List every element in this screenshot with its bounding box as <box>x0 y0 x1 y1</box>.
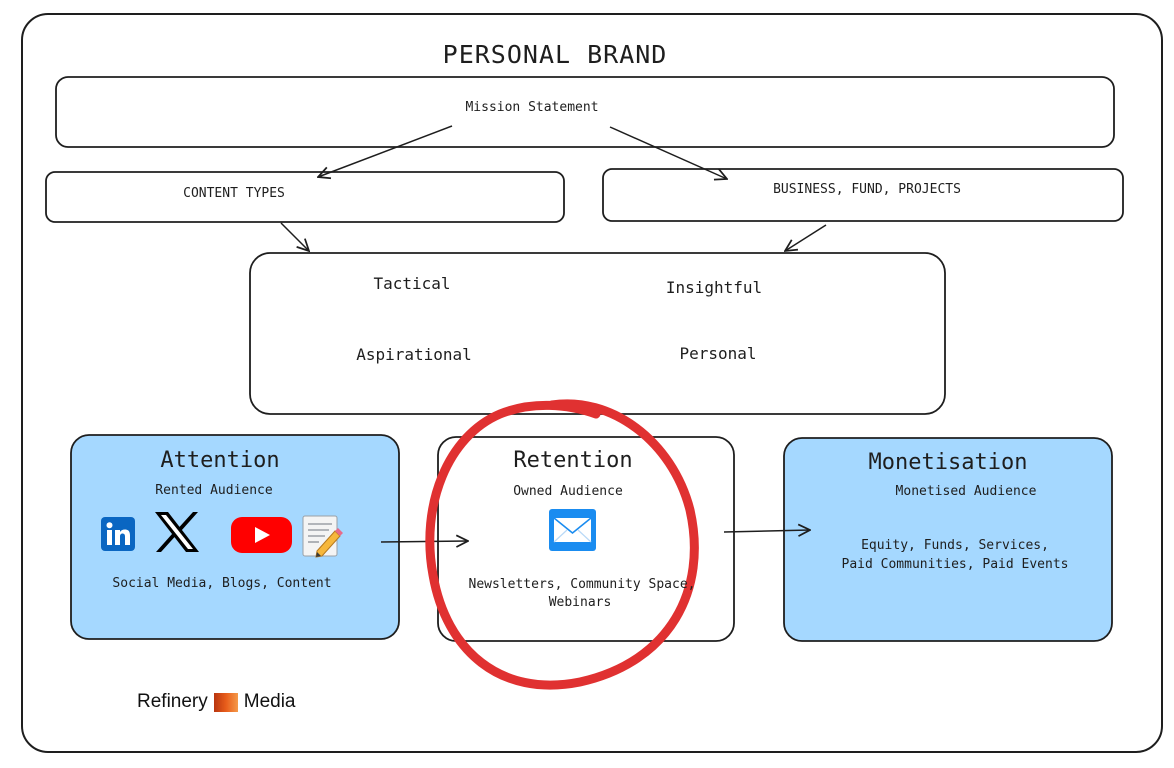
memo-icon <box>302 515 343 558</box>
mission-statement-label: Mission Statement <box>465 100 599 115</box>
business-label: BUSINESS, FUND, PROJECTS <box>773 182 961 197</box>
retention-body-line2: Webinars <box>548 595 612 610</box>
monetisation-title: Monetisation <box>868 450 1028 475</box>
monetisation-box <box>783 437 1113 642</box>
business-box <box>602 168 1124 222</box>
youtube-icon <box>231 517 292 553</box>
mail-icon <box>549 509 596 551</box>
attention-subtitle: Rented Audience <box>155 483 273 498</box>
arrow-business-to-categories <box>785 224 827 251</box>
brand-mark-icon <box>213 692 238 712</box>
linkedin-icon <box>101 517 135 551</box>
mission-box <box>55 76 1115 148</box>
arrow-retention-to-monetisation <box>723 530 810 532</box>
brand-name-right: Media <box>243 691 296 712</box>
category-insightful: Insightful <box>665 278 763 297</box>
arrow-attention-to-retention <box>380 541 468 542</box>
retention-body-line1: Newsletters, Community Space, <box>468 577 696 592</box>
monetisation-subtitle: Monetised Audience <box>895 484 1037 499</box>
arrow-mission-to-content <box>318 125 453 177</box>
retention-subtitle: Owned Audience <box>513 484 623 499</box>
category-personal: Personal <box>679 344 757 363</box>
content-types-label: CONTENT TYPES <box>183 186 285 201</box>
monetisation-body-line2: Paid Communities, Paid Events <box>841 557 1069 572</box>
brand-name-left: Refinery <box>137 691 208 712</box>
arrow-content-to-categories <box>280 222 309 251</box>
x-icon <box>155 512 199 552</box>
category-tactical: Tactical <box>373 274 451 293</box>
retention-title: Retention <box>513 448 633 473</box>
category-aspirational: Aspirational <box>356 345 472 364</box>
attention-body: Social Media, Blogs, Content <box>112 576 332 591</box>
content-types-box <box>45 171 565 223</box>
retention-box <box>437 436 735 642</box>
outer-frame <box>21 13 1163 753</box>
page-title: PERSONAL BRAND <box>442 40 668 69</box>
retention-highlight-circle <box>425 399 699 690</box>
attention-title: Attention <box>160 448 280 473</box>
refinery-media-logo: Refinery Media <box>137 690 296 714</box>
monetisation-body-line1: Equity, Funds, Services, <box>861 538 1049 553</box>
arrow-mission-to-business <box>609 126 727 179</box>
